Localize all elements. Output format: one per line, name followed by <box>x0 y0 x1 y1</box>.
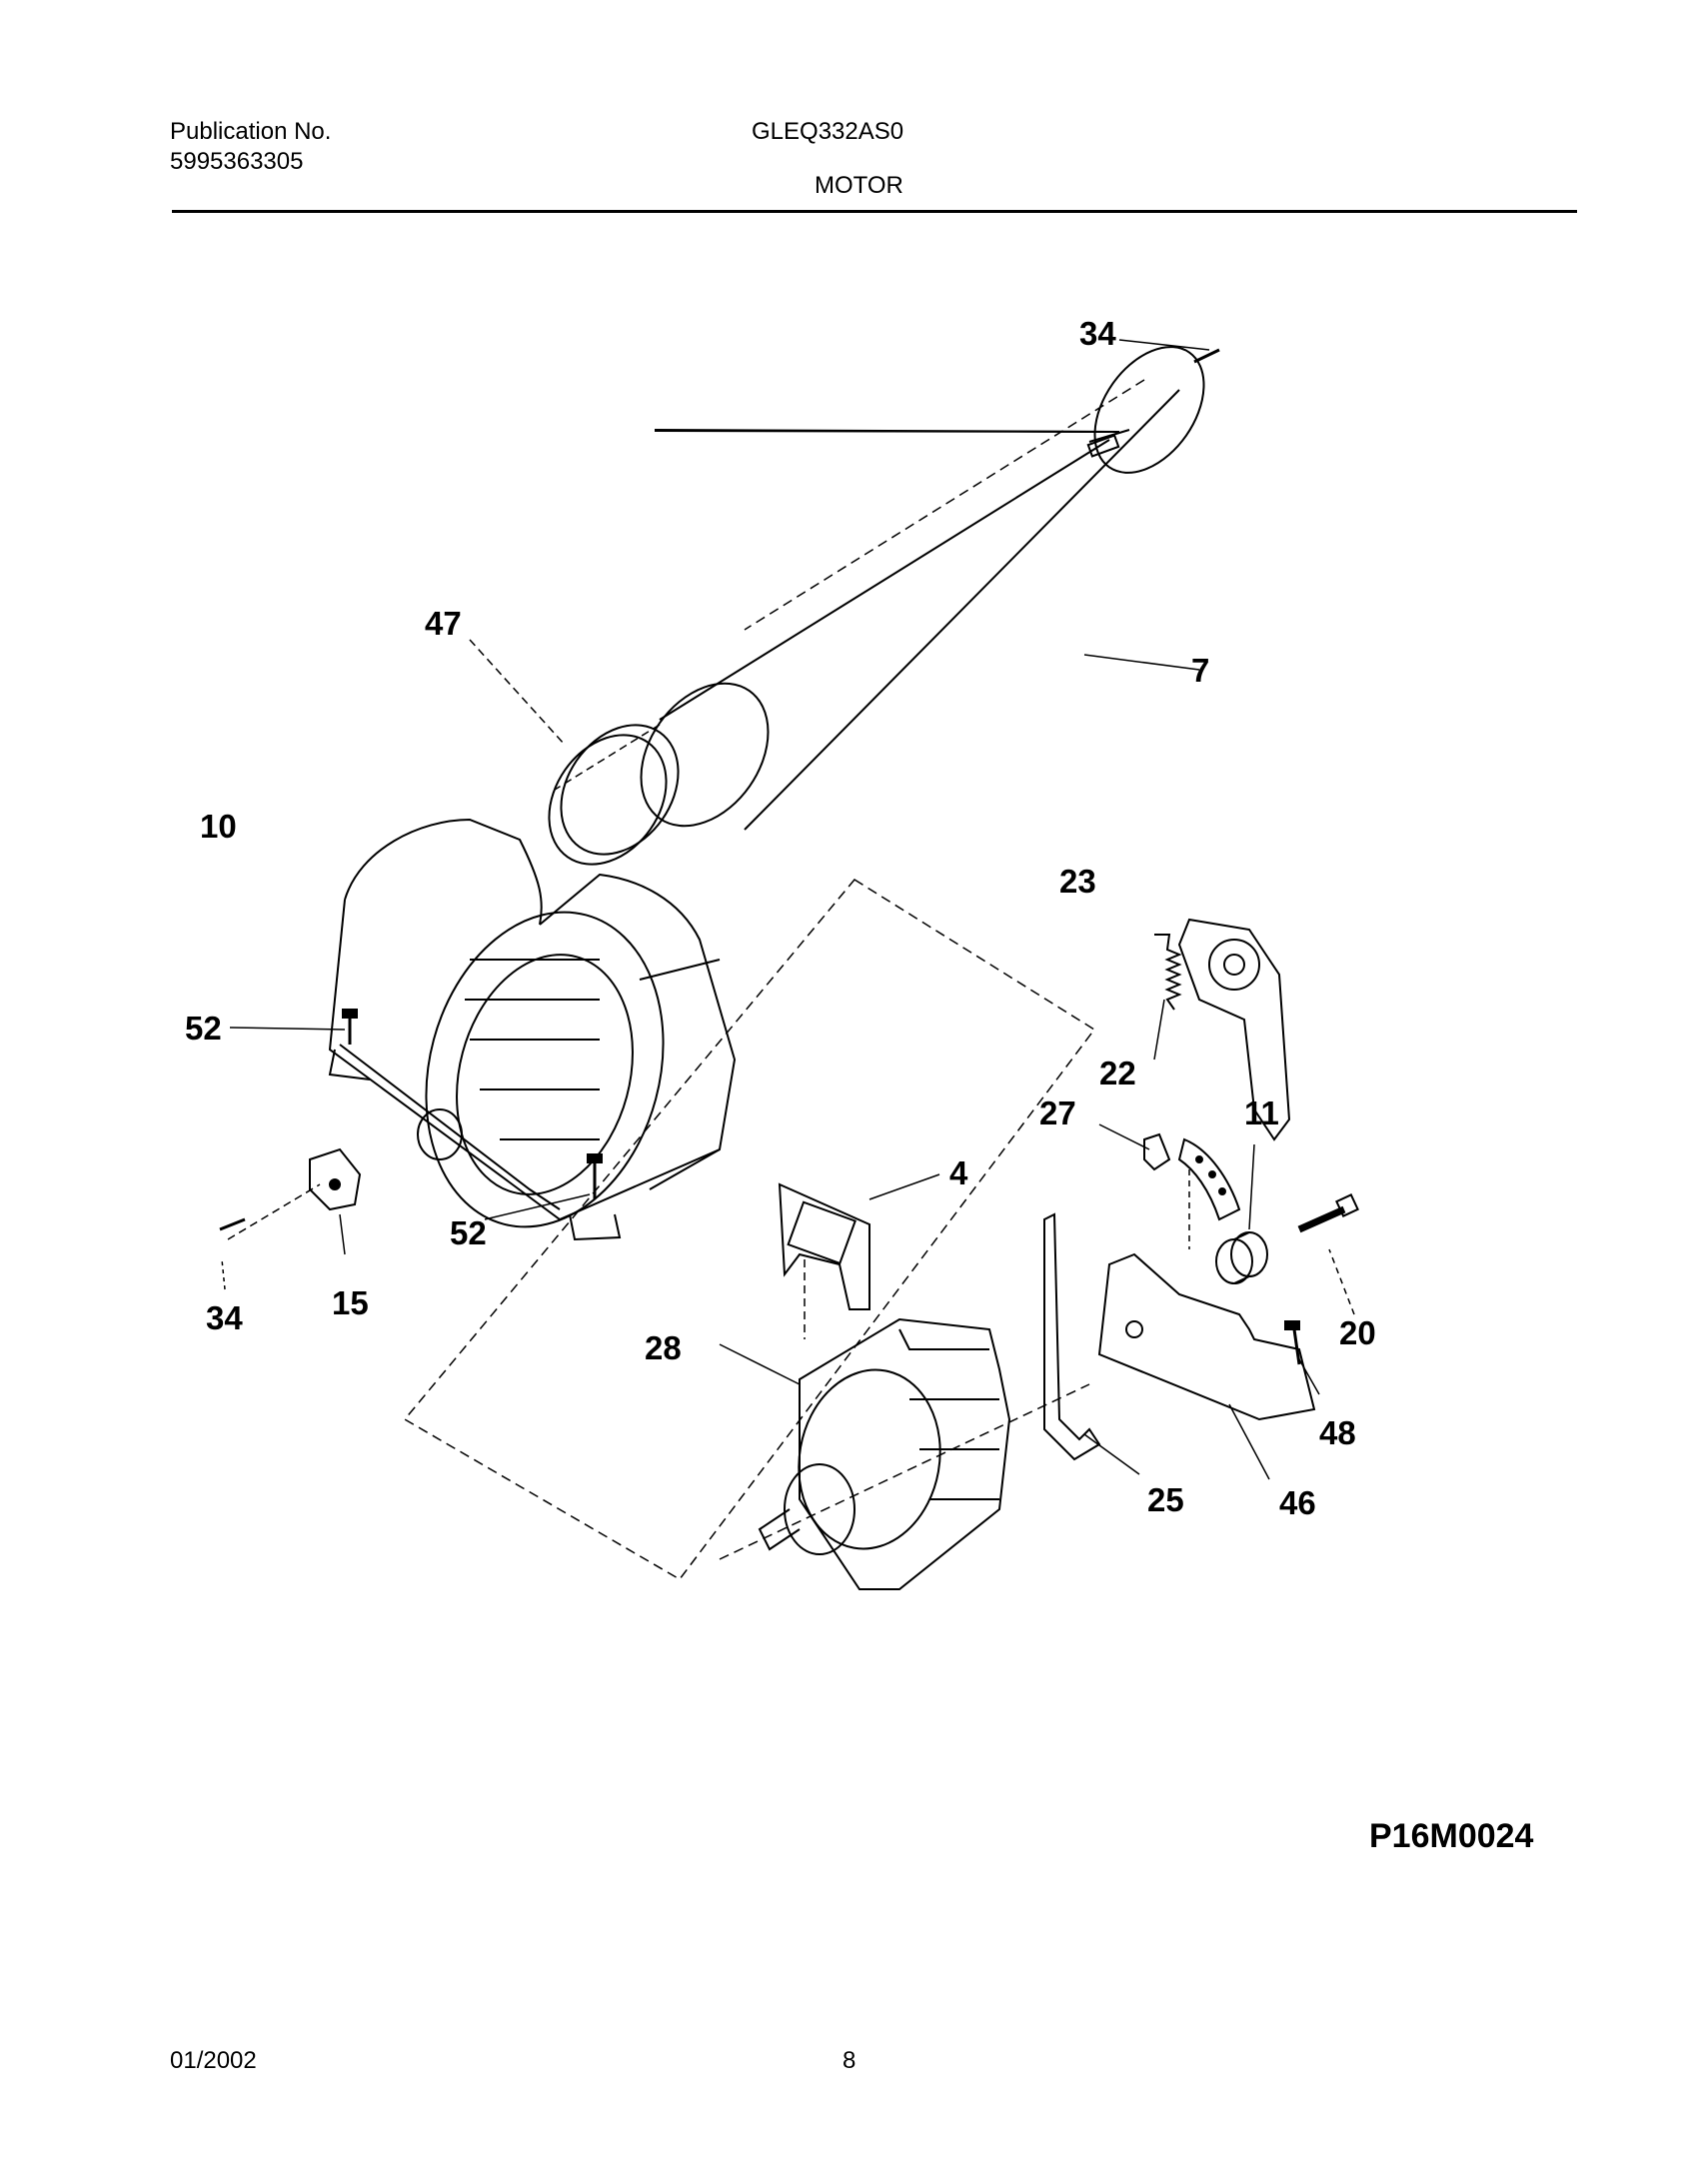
seal-ring-part <box>548 724 680 866</box>
screw-part-34a <box>1193 348 1220 364</box>
publication-label: Publication No. <box>170 118 332 145</box>
motor-bracket-part <box>1097 1252 1316 1421</box>
diagram-code: P16M0024 <box>1369 1817 1534 1855</box>
callout-label: 34 <box>1079 315 1116 352</box>
callout-label: 52 <box>450 1214 487 1251</box>
screw-part-52a <box>342 1009 358 1045</box>
callout-label: 23 <box>1059 863 1096 900</box>
callout-label: 22 <box>1099 1055 1136 1092</box>
callout-label: 7 <box>1191 652 1209 689</box>
guide-outline <box>403 879 1096 1580</box>
screw-part-48 <box>1284 1320 1301 1365</box>
callout-label: 34 <box>206 1299 243 1336</box>
page-number: 8 <box>843 2047 856 2074</box>
idler-bracket-part <box>1177 918 1291 1141</box>
callout-label: 47 <box>425 605 462 642</box>
header-rule <box>172 210 1577 213</box>
footer-date: 01/2002 <box>170 2047 257 2074</box>
bolt-part <box>1297 1193 1359 1233</box>
callout-label: 48 <box>1319 1414 1356 1451</box>
callout-label: 11 <box>1244 1094 1279 1131</box>
vent-duct-part <box>640 346 1205 831</box>
callout-label: 25 <box>1147 1481 1184 1518</box>
callout-label: 20 <box>1339 1314 1376 1351</box>
blower-mount-part <box>778 1182 870 1310</box>
callout-label: 10 <box>200 808 237 845</box>
callout-label: 52 <box>185 1010 222 1047</box>
callout-label: 27 <box>1039 1094 1076 1131</box>
model-number: GLEQ332AS0 <box>752 118 904 145</box>
callout-label: 4 <box>949 1154 968 1191</box>
screw-part-52b <box>587 1153 603 1199</box>
thermostat-part <box>219 1147 362 1231</box>
section-title: MOTOR <box>815 172 903 199</box>
motor-part <box>758 1317 1011 1590</box>
pulley-roller-part <box>1215 1231 1268 1284</box>
callout-label: 46 <box>1279 1484 1316 1521</box>
motor-strap-part <box>1043 1212 1101 1461</box>
blower-housing-part <box>328 818 737 1241</box>
publication-number: 5995363305 <box>170 148 304 175</box>
spring-part <box>1154 934 1182 1011</box>
clip-part <box>1143 1132 1241 1221</box>
callout-label: 15 <box>332 1284 369 1321</box>
callout-label: 28 <box>645 1329 682 1366</box>
